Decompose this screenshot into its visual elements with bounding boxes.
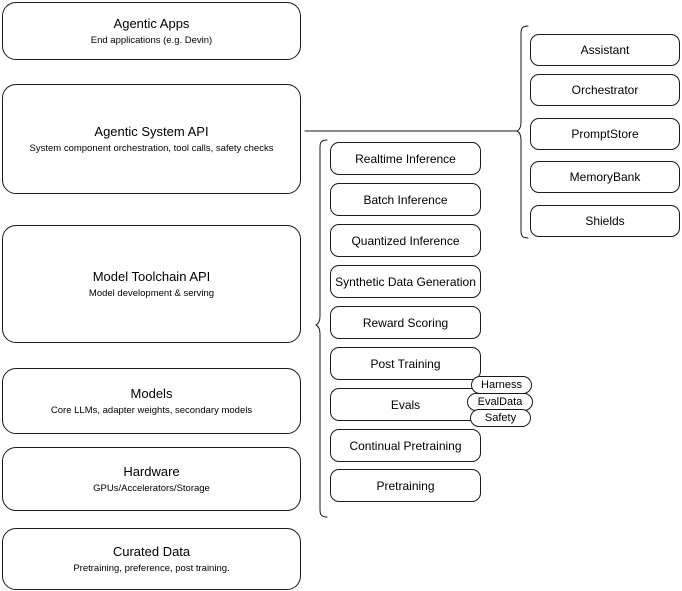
layer-subtitle: Pretraining, preference, post training.: [73, 562, 230, 574]
layer-subtitle: End applications (e.g. Devin): [90, 34, 213, 46]
component-label: MemoryBank: [569, 170, 641, 184]
capability-batch-inference[interactable]: Batch Inference: [330, 183, 481, 216]
component-label: Shields: [585, 214, 625, 228]
component-promptstore[interactable]: PromptStore: [530, 118, 680, 150]
component-assistant[interactable]: Assistant: [530, 34, 680, 66]
capability-label: Realtime Inference: [355, 151, 456, 166]
bracket-toolchain-capabilities: [315, 139, 328, 518]
capability-continual-pretraining[interactable]: Continual Pretraining: [330, 429, 481, 462]
capability-realtime-inference[interactable]: Realtime Inference: [330, 142, 481, 175]
evals-badge-label: Safety: [484, 412, 517, 424]
layer-hardware[interactable]: Hardware GPUs/Accelerators/Storage: [2, 447, 301, 511]
component-shields[interactable]: Shields: [530, 205, 680, 237]
capability-evals[interactable]: Evals: [330, 388, 481, 421]
bracket-system-components: [516, 25, 529, 239]
capability-synthetic-data-generation[interactable]: Synthetic Data Generation: [330, 265, 481, 298]
capability-label: Pretraining: [376, 478, 435, 493]
component-label: PromptStore: [571, 127, 639, 141]
layer-subtitle: Model development & serving: [88, 287, 215, 299]
capability-quantized-inference[interactable]: Quantized Inference: [330, 224, 481, 257]
layer-agentic-system-api[interactable]: Agentic System API System component orch…: [2, 84, 301, 194]
evals-badge-label: Harness: [481, 379, 522, 391]
layer-title: Hardware: [123, 463, 180, 479]
capability-label: Quantized Inference: [351, 233, 460, 248]
layer-title: Curated Data: [112, 543, 191, 559]
capability-pretraining[interactable]: Pretraining: [330, 469, 481, 502]
layer-models[interactable]: Models Core LLMs, adapter weights, secon…: [2, 368, 301, 434]
evals-badge-harness[interactable]: Harness: [471, 376, 532, 394]
layer-subtitle: Core LLMs, adapter weights, secondary mo…: [50, 404, 253, 416]
capability-post-training[interactable]: Post Training: [330, 347, 481, 380]
layer-subtitle: System component orchestration, tool cal…: [29, 142, 274, 154]
layer-title: Agentic System API: [94, 123, 209, 139]
layer-model-toolchain-api[interactable]: Model Toolchain API Model development & …: [2, 225, 301, 343]
capability-label: Reward Scoring: [362, 315, 449, 330]
layer-subtitle: GPUs/Accelerators/Storage: [93, 482, 210, 494]
layer-title: Model Toolchain API: [92, 268, 211, 284]
layer-agentic-apps[interactable]: Agentic Apps End applications (e.g. Devi…: [2, 2, 301, 60]
evals-badge-safety[interactable]: Safety: [470, 409, 531, 427]
component-orchestrator[interactable]: Orchestrator: [530, 74, 680, 106]
layer-curated-data[interactable]: Curated Data Pretraining, preference, po…: [2, 528, 301, 590]
component-memorybank[interactable]: MemoryBank: [530, 161, 680, 193]
capability-label: Post Training: [370, 356, 441, 371]
capability-label: Batch Inference: [363, 192, 448, 207]
component-label: Assistant: [580, 43, 630, 57]
capability-label: Synthetic Data Generation: [335, 274, 476, 289]
capability-label: Continual Pretraining: [349, 438, 462, 453]
layer-title: Agentic Apps: [113, 15, 190, 31]
capability-label: Evals: [390, 397, 421, 412]
evals-badge-label: EvalData: [477, 396, 523, 408]
capability-reward-scoring[interactable]: Reward Scoring: [330, 306, 481, 339]
layer-title: Models: [130, 385, 173, 401]
component-label: Orchestrator: [571, 83, 639, 97]
